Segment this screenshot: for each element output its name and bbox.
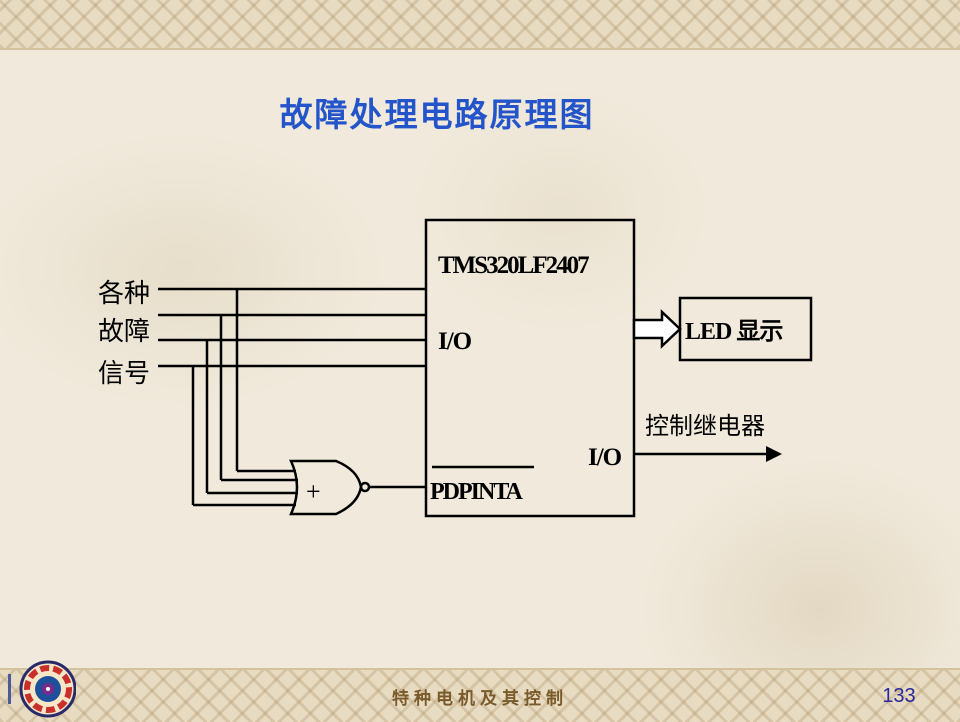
input-label-line1: 各种 — [98, 279, 150, 308]
gate-inversion-bubble — [359, 481, 371, 493]
input-label-line2: 故障 — [98, 317, 150, 346]
chip-io-right: I/O — [588, 444, 622, 471]
top-decorative-band — [0, 0, 960, 50]
arrow-right-icon — [766, 446, 782, 462]
bottom-decorative-band — [0, 668, 960, 722]
chip-pdpinta: PDPINTA — [430, 479, 524, 505]
led-display-label: LED 显示 — [685, 319, 783, 345]
input-label-line3: 信号 — [98, 359, 150, 388]
relay-label: 控制继电器 — [645, 413, 765, 440]
nor-gate — [289, 459, 363, 516]
page-number: 133 — [882, 685, 916, 707]
bus-arrow-icon — [632, 309, 682, 349]
page-title: 故障处理电路原理图 — [279, 95, 595, 134]
chip-name: TMS320LF2407 — [438, 252, 589, 279]
gate-symbol: + — [306, 477, 321, 506]
footer-course-title: 特种电机及其控制 — [392, 689, 568, 709]
dsp-chip-box — [424, 218, 636, 518]
university-logo — [8, 660, 76, 718]
chip-io-left: I/O — [438, 328, 472, 355]
